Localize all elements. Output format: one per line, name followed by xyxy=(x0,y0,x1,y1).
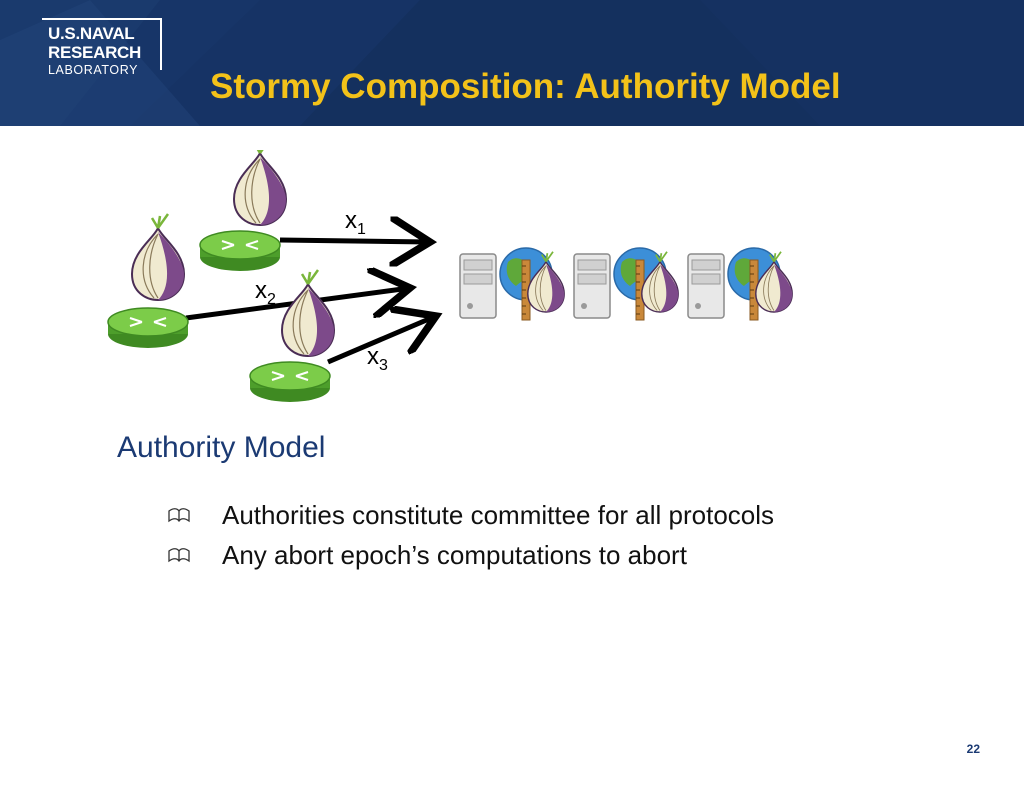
logo-frame xyxy=(42,18,162,70)
bullet-text: Authorities constitute committee for all… xyxy=(222,500,775,530)
diagram-graphics xyxy=(107,137,794,403)
nrl-logo: U.S.NAVAL RESEARCH LABORATORY xyxy=(42,18,162,104)
bullet-text: Any abort epoch’s computations to abort xyxy=(222,540,687,570)
bullet-list: Authorities constitute committee for all… xyxy=(168,495,774,575)
authority-server-icon xyxy=(687,247,794,321)
arrow-x1 xyxy=(279,240,430,242)
page-number: 22 xyxy=(966,742,980,756)
authority-diagram: x1 x2 x3 xyxy=(100,137,820,415)
header-pattern xyxy=(0,0,1024,126)
logo-line-2: RESEARCH xyxy=(48,43,142,62)
slide-title: Stormy Composition: Authority Model xyxy=(210,67,841,106)
tor-relay-icon xyxy=(199,137,288,272)
authority-server-icon xyxy=(573,247,680,321)
label-x3: x3 xyxy=(367,343,388,375)
logo-line-3: LABORATORY xyxy=(48,63,139,77)
slide-header: U.S.NAVAL RESEARCH LABORATORY Stormy Com… xyxy=(0,0,1024,126)
logo-line-1: U.S.NAVAL xyxy=(48,24,135,43)
authority-server-icon xyxy=(459,247,566,321)
open-book-icon xyxy=(168,548,190,563)
section-heading: Authority Model xyxy=(117,431,326,464)
open-book-icon xyxy=(168,508,190,523)
list-item: Authorities constitute committee for all… xyxy=(168,495,774,535)
tor-relay-icon xyxy=(107,212,189,349)
label-x1: x1 xyxy=(345,207,366,239)
arrow-x3 xyxy=(327,316,436,365)
label-x2: x2 xyxy=(255,277,276,309)
list-item: Any abort epoch’s computations to abort xyxy=(168,535,774,575)
